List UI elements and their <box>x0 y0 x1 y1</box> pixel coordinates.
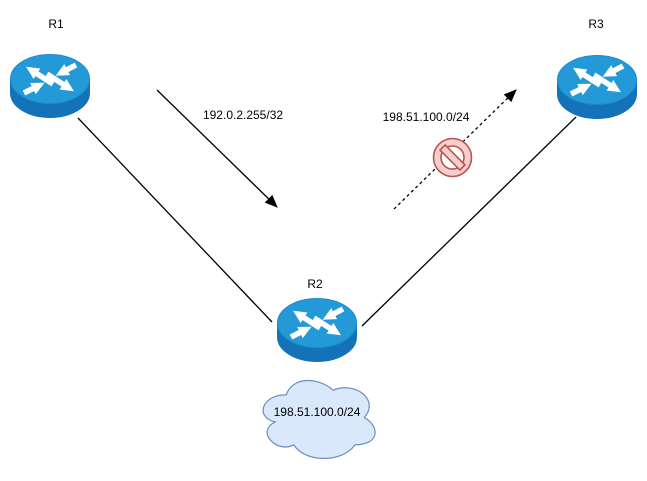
link-r1-r2 <box>77 117 273 323</box>
cloud-network-label: 198.51.100.0/24 <box>273 405 361 419</box>
no-entry-icon <box>432 137 473 178</box>
route-advertised-arrow <box>156 89 278 208</box>
router-r3-icon <box>558 56 637 119</box>
route-blocked-label: 198.51.100.0/24 <box>382 110 470 124</box>
link-r2-r3 <box>361 116 577 327</box>
cloud-shape <box>262 379 376 459</box>
router-r2-icon <box>278 299 357 362</box>
router-r1-label: R1 <box>48 17 64 31</box>
route-advertised-label: 192.0.2.255/32 <box>202 108 284 122</box>
router-r3-label: R3 <box>588 17 604 31</box>
router-r2-label: R2 <box>307 277 323 291</box>
router-r1-icon <box>11 55 90 118</box>
